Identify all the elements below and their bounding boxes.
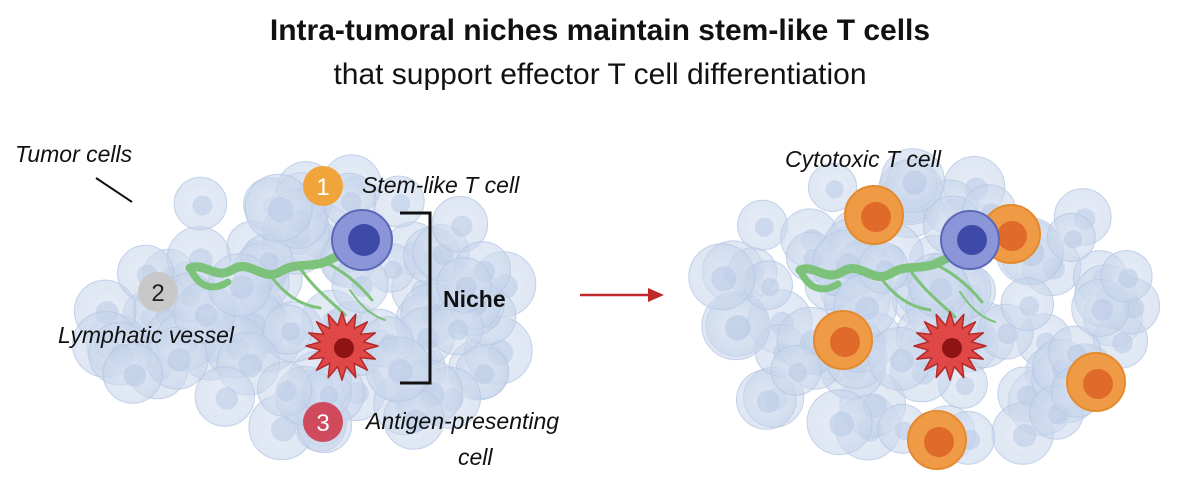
tumor-cell-nucleus [1118, 268, 1139, 289]
tumor-cell-nucleus [167, 348, 191, 372]
tumor-cell-nucleus [754, 217, 774, 237]
transition-arrow [580, 288, 664, 302]
tumor-cell-nucleus [1064, 230, 1083, 249]
lymphatic-label: Lymphatic vessel [58, 322, 235, 348]
svg-text:2: 2 [151, 280, 164, 307]
apc-cell-left [305, 311, 379, 381]
tumor-cell-nucleus [825, 180, 844, 199]
tumor-cell-nucleus [388, 358, 413, 384]
tumor-cell-nucleus [711, 266, 737, 292]
tumor-cell-nucleus [271, 416, 296, 442]
tumor-cells-label: Tumor cells [15, 141, 133, 167]
tumor-cell-nucleus [383, 260, 403, 280]
tumor-cell-nucleus [997, 323, 1019, 345]
tumor-cell-nucleus [929, 278, 953, 301]
tumor-cell-nucleus [829, 411, 854, 437]
tumor-cell-nucleus [761, 277, 780, 297]
tumor-cell-nucleus [855, 296, 880, 321]
tumor-cell-nucleus [448, 319, 469, 341]
badge-3: 3 [303, 402, 343, 442]
badge-1: 1 [303, 166, 343, 206]
tumor-cell-nucleus [340, 191, 362, 213]
svg-text:1: 1 [316, 174, 329, 201]
tumor-cell-nucleus [276, 380, 297, 402]
tumor-cell-nucleus [451, 215, 473, 237]
niche-bracket [400, 211, 432, 385]
cytotoxic-t-cell [844, 185, 904, 245]
tumor-cell-nucleus [455, 276, 477, 298]
niche-label: Niche [443, 286, 506, 312]
tumor-cell-nucleus [757, 390, 780, 413]
tumor-cell-nucleus [955, 376, 975, 396]
svg-text:3: 3 [316, 410, 329, 437]
cytotoxic-label: Cytotoxic T cell [785, 146, 942, 172]
tumor-cell-nucleus [192, 195, 213, 216]
apc-cell-right [913, 311, 987, 381]
tumor-cell-nucleus [1091, 298, 1114, 321]
tumor-cell-nucleus [391, 193, 411, 214]
title-line-1: Intra-tumoral niches maintain stem-like … [269, 14, 931, 47]
tumor-cells-pointer [95, 177, 133, 203]
tumor-cell-nucleus [267, 197, 294, 223]
tumor-cell-nucleus [123, 364, 146, 387]
cytotoxic-t-cell [907, 410, 967, 470]
tumor-cell-nucleus [280, 322, 300, 341]
tumor-cell-nucleus [319, 385, 339, 405]
tumor-cell-nucleus [351, 275, 373, 298]
title-line-2: that support effector T cell differentia… [333, 58, 867, 91]
stem-like-t-cell-left [331, 209, 393, 271]
tumor-cell-nucleus [404, 409, 428, 433]
cytotoxic-t-cell [1066, 352, 1126, 412]
tumor-cell-nucleus [1112, 332, 1133, 354]
tumor-cell-nucleus [238, 353, 263, 378]
tumor-cell-nucleus [229, 275, 254, 299]
tumor-cell-nucleus [194, 303, 218, 327]
cytotoxic-t-cell [813, 310, 873, 370]
stem-like-t-cell-right [940, 210, 1000, 270]
apc-label-line1: Antigen-presenting [364, 408, 559, 434]
apc-nucleus [942, 338, 962, 358]
badge-2: 2 [138, 272, 178, 312]
tumor-cell-nucleus [724, 314, 751, 341]
apc-label-line2: cell [458, 444, 493, 470]
tumor-cell-nucleus [889, 348, 914, 373]
tumor-cell-nucleus [215, 387, 239, 410]
tumor-cell-nucleus [1012, 423, 1037, 448]
tumor-cell-nucleus [474, 364, 495, 385]
tumor-cell-nucleus [1019, 296, 1040, 317]
tumor-cell-nucleus [788, 362, 808, 382]
stem-like-label: Stem-like T cell [362, 172, 520, 198]
tumor-cell-nucleus [902, 170, 927, 195]
apc-nucleus [334, 338, 354, 358]
